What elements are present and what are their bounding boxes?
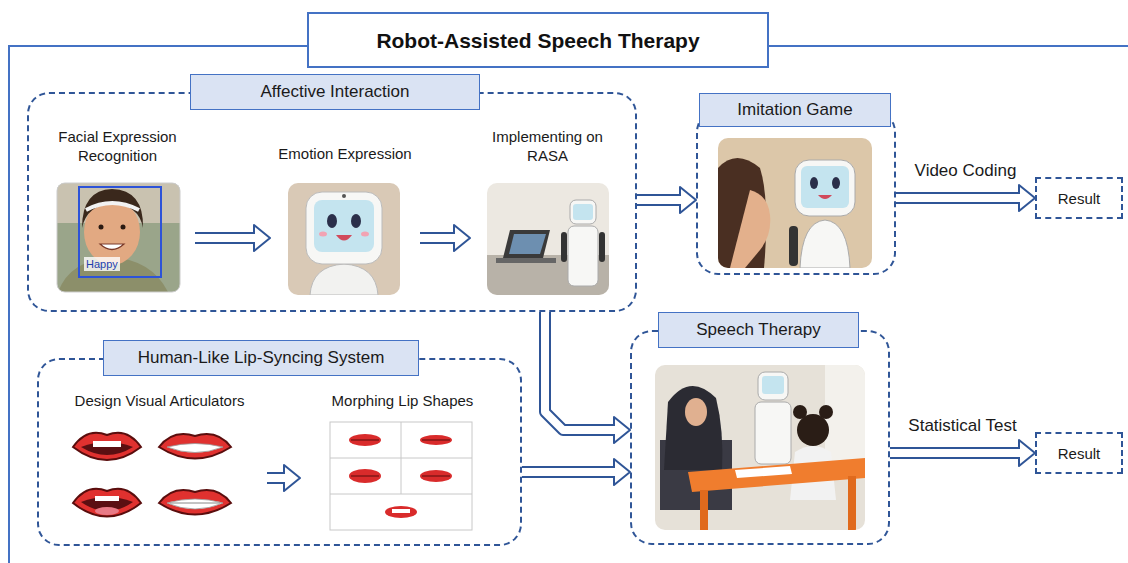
step-label: Emotion Expression (270, 145, 420, 164)
group-heading: Speech Therapy (658, 312, 859, 348)
frame-panel: Robot-Assisted Speech TherapyAffective I… (8, 45, 1128, 563)
edge-label: Statistical Test (905, 416, 1019, 436)
step-panel: Morphing Lip Shapes (300, 392, 505, 532)
robot-face (288, 183, 400, 295)
group-heading: Imitation Game (699, 93, 891, 127)
result-label: Result (1037, 434, 1121, 472)
morph-table (330, 422, 472, 530)
edge-label: Video Coding (912, 161, 1020, 181)
step-label: Design Visual Articulators (52, 392, 267, 411)
dashed-group: Human-Like Lip-Syncing SystemDesign Visu… (37, 358, 522, 546)
result-box: Result (1035, 177, 1123, 219)
step-label: Implementing on RASA (470, 128, 625, 166)
result-box: Result (1035, 432, 1123, 474)
connector-arrow (420, 225, 470, 251)
group-heading: Affective Interaction (190, 74, 480, 110)
dashed-group: Imitation Game (696, 110, 896, 275)
therapy-photo (655, 365, 865, 530)
rasa-photo (487, 183, 609, 295)
step-panel: Facial Expression RecognitionHappy (40, 128, 195, 294)
step-panel: Implementing on RASA (470, 128, 625, 294)
dashed-group: Affective InteractionFacial Expression R… (27, 92, 637, 312)
connector-arrow (545, 312, 630, 443)
step-label: Morphing Lip Shapes (300, 392, 505, 411)
connector-arrow (267, 465, 300, 491)
connector-arrow (890, 440, 1035, 466)
imitation-photo (718, 138, 872, 268)
title-box: Robot-Assisted Speech Therapy (307, 12, 769, 68)
step-panel: Design Visual Articulators (52, 392, 267, 532)
dashed-group: Speech Therapy (630, 330, 890, 545)
connector-arrow (195, 225, 270, 251)
step-label: Facial Expression Recognition (40, 128, 195, 166)
connector-arrow (522, 459, 630, 485)
emotion-tag: Happy (84, 257, 120, 271)
result-label: Result (1037, 179, 1121, 217)
connector-arrow (896, 185, 1035, 211)
group-heading: Human-Like Lip-Syncing System (103, 340, 419, 376)
lip-shapes (73, 433, 231, 517)
step-panel: Emotion Expression (270, 145, 420, 295)
connector-arrow (637, 187, 696, 213)
child-photo (57, 183, 180, 292)
